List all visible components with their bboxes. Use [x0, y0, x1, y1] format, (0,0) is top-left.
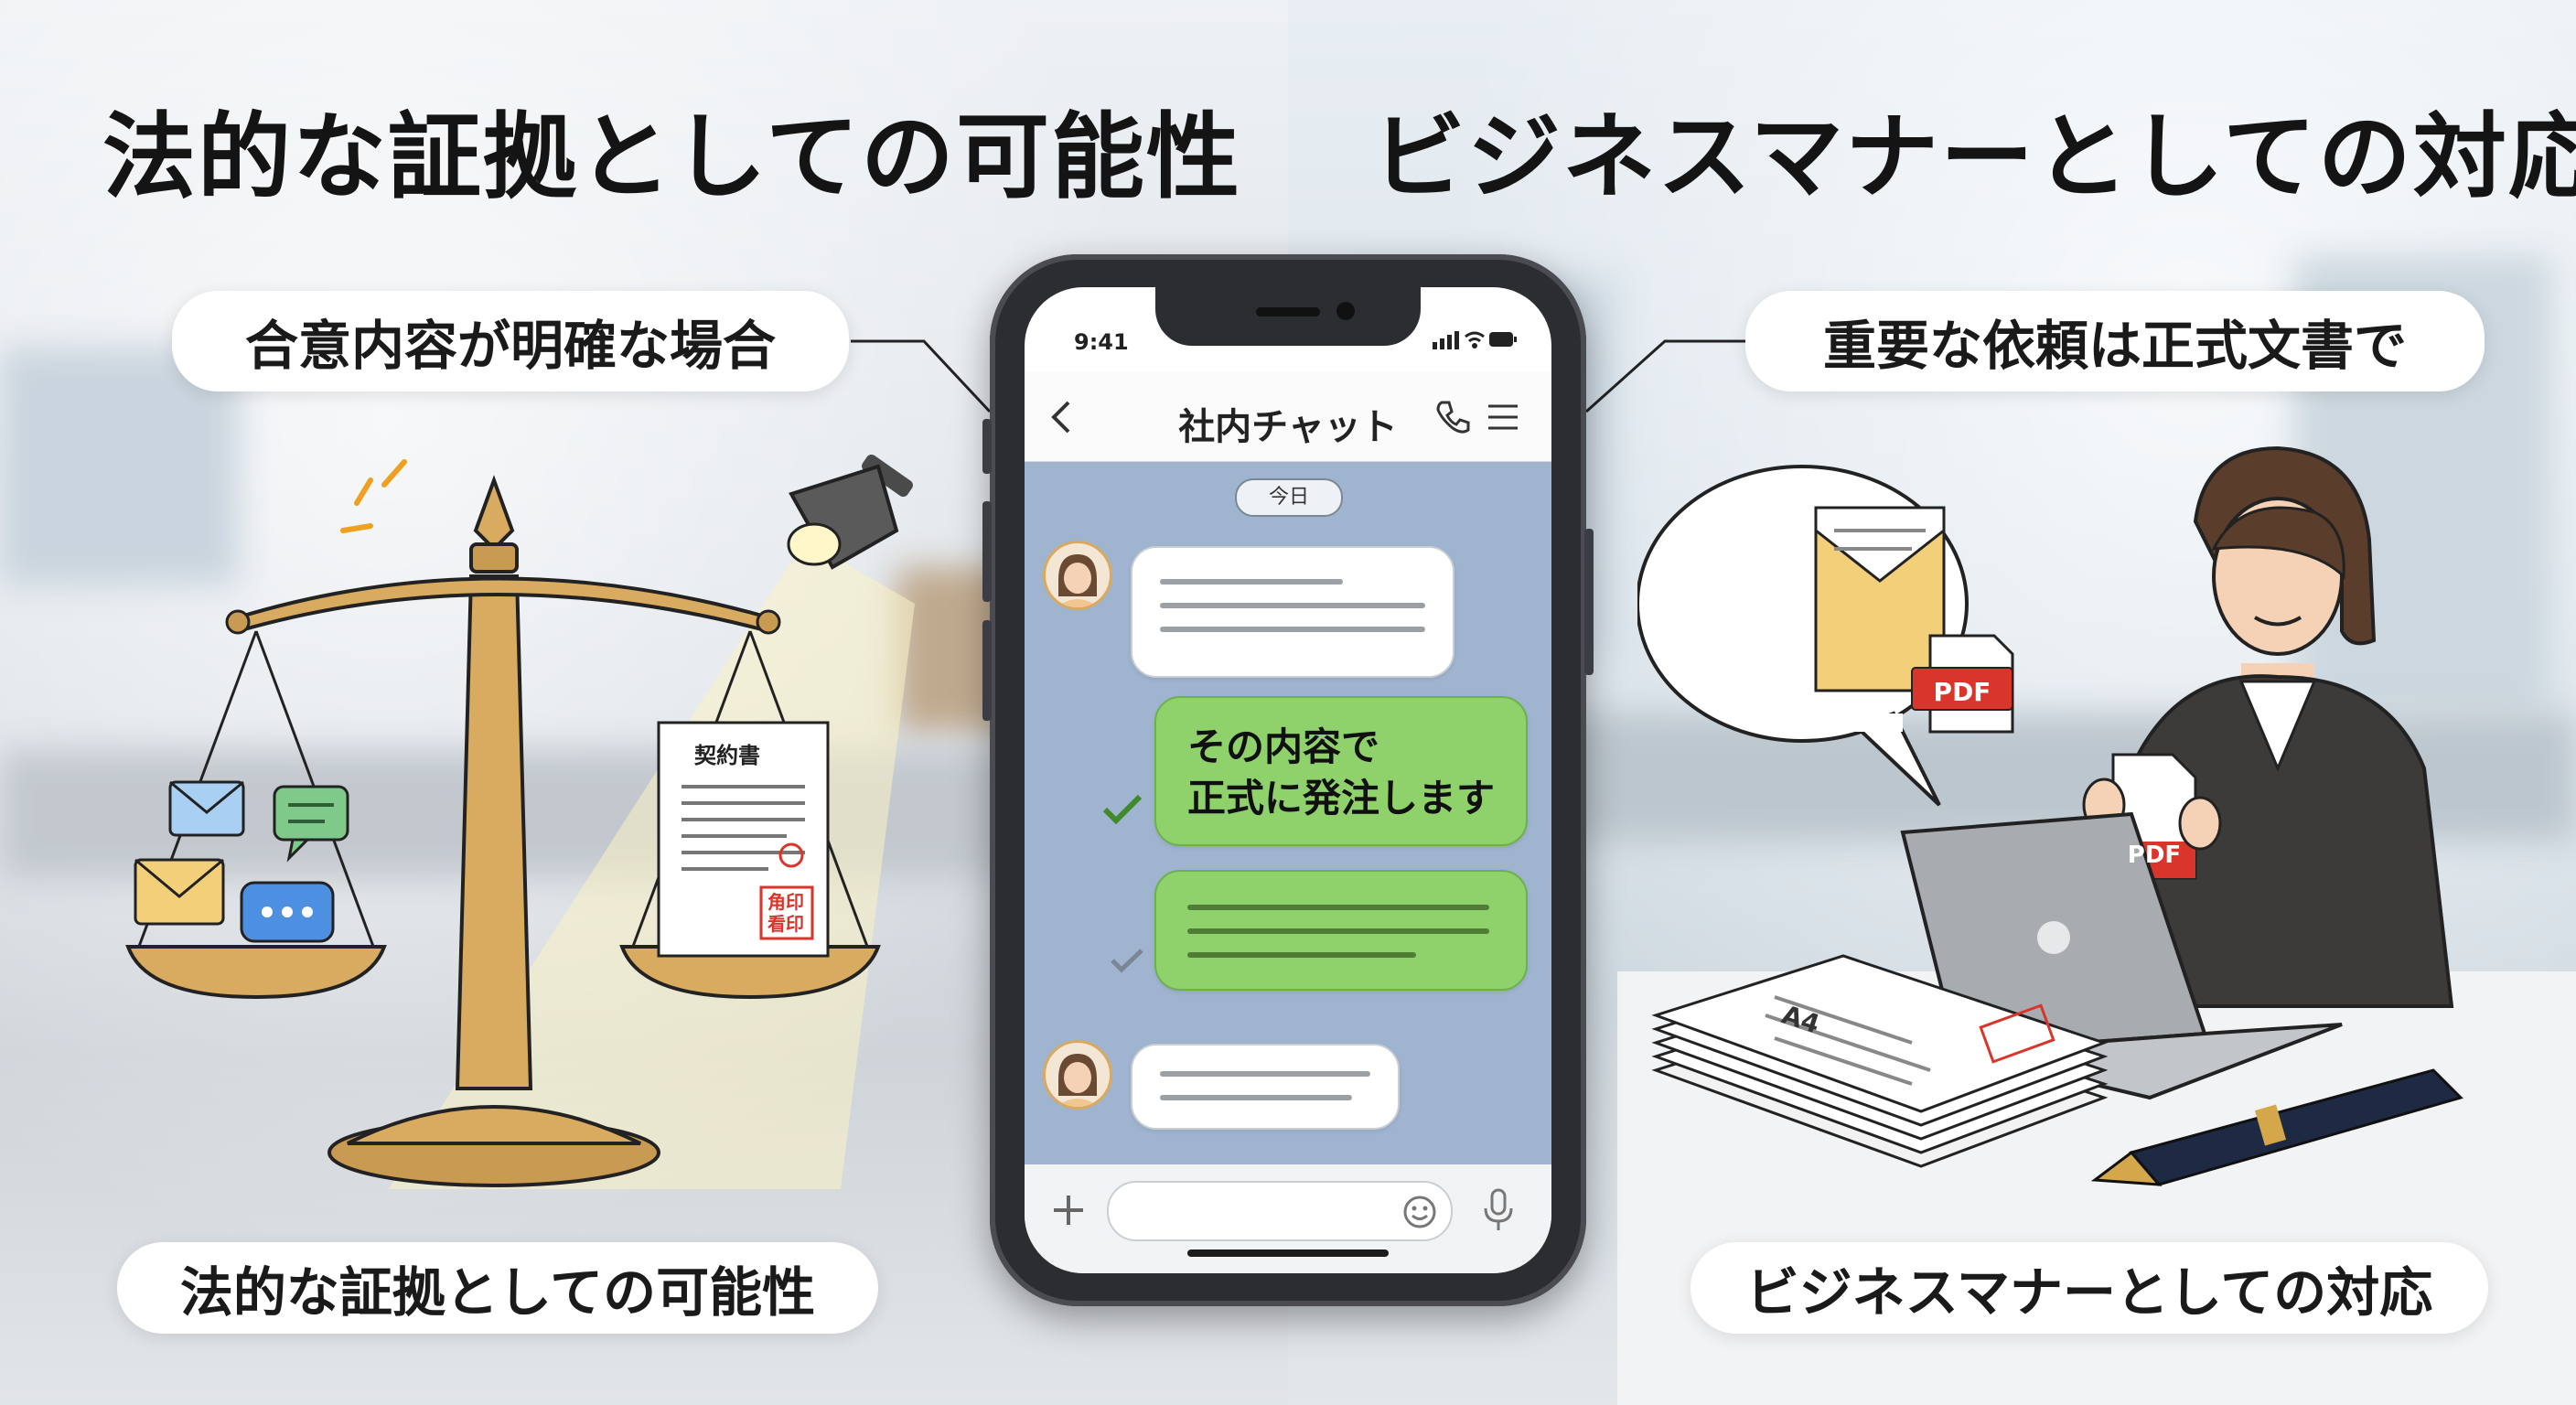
chat-bubble-icon: [273, 785, 349, 863]
menu-icon[interactable]: [1487, 402, 1519, 432]
phone-volume-down: [982, 620, 992, 721]
message-line-2: 正式に発注します: [1187, 776, 1496, 820]
phone-mute-switch: [982, 419, 992, 474]
chat-bubble-icon: [240, 881, 335, 943]
phone-icon[interactable]: [1434, 399, 1471, 435]
office-worker-illustration: [1637, 445, 2463, 1186]
check-icon: [1111, 949, 1143, 973]
chat-title: 社内チャット: [1178, 406, 1398, 448]
envelope-icon: [168, 780, 245, 837]
incoming-message[interactable]: [1131, 1044, 1400, 1130]
woman-avatar: [2110, 445, 2454, 1008]
envelope-icon: [1814, 506, 1946, 692]
contract-title: 契約書: [694, 743, 760, 768]
callout-formal-documents: 重要な依頼は正式文書で: [1745, 291, 2485, 391]
contract-stamp: 角印 看印: [767, 891, 804, 935]
sparkle-icon: [340, 459, 407, 533]
chat-header: 社内チャット: [1025, 371, 1551, 462]
phone-volume-up: [982, 501, 992, 602]
pdf-label-hand: PDF: [2127, 842, 2182, 869]
lamp-icon: [787, 454, 913, 570]
fountain-pen-icon: [2090, 1068, 2463, 1186]
pdf-label-bubble: PDF: [1933, 677, 1991, 707]
message-input-bar: [1025, 1164, 1551, 1273]
incoming-message[interactable]: [1131, 546, 1454, 678]
right-title: ビジネスマナーとしての対応: [1372, 103, 2576, 212]
phone-power-button: [1584, 529, 1594, 675]
caption-legal-evidence: 法的な証拠としての可能性: [117, 1242, 878, 1334]
spotlight-beam: [388, 540, 915, 1189]
chat-body[interactable]: 今日 その内容で 正式に発注します: [1025, 462, 1551, 1164]
front-camera: [1336, 302, 1355, 320]
smartphone: 9:41 社内チャット: [982, 254, 1594, 1306]
phone-notch: [1155, 287, 1421, 346]
message-line-1: その内容で: [1187, 724, 1380, 769]
pdf-file-icon: [1911, 634, 2014, 734]
plus-icon[interactable]: [1050, 1192, 1087, 1228]
check-icon: [1102, 794, 1143, 825]
back-chevron-icon[interactable]: [1048, 399, 1076, 435]
justice-scale-illustration: [125, 454, 915, 1189]
status-time: 9:41: [1074, 329, 1129, 355]
outgoing-message[interactable]: [1154, 870, 1528, 991]
avatar: [1043, 541, 1112, 610]
contract-document: [657, 721, 830, 958]
date-divider: 今日: [1235, 478, 1343, 517]
envelope-icon: [134, 858, 225, 926]
mic-icon[interactable]: [1480, 1186, 1517, 1234]
left-title: 法的な証拠としての可能性: [102, 103, 1241, 212]
message-input[interactable]: [1107, 1181, 1453, 1241]
laptop-icon: [1900, 811, 2343, 1100]
emoji-icon[interactable]: [1401, 1194, 1438, 1230]
home-indicator[interactable]: [1187, 1249, 1389, 1257]
callout-clear-agreement: 合意内容が明確な場合: [172, 291, 849, 391]
avatar: [1043, 1040, 1112, 1110]
status-icons: [1433, 327, 1517, 355]
phone-screen: 9:41 社内チャット: [1025, 287, 1551, 1273]
outgoing-message[interactable]: その内容で 正式に発注します: [1154, 696, 1528, 846]
caption-business-manners: ビジネスマナーとしての対応: [1690, 1242, 2488, 1334]
speaker: [1256, 307, 1320, 316]
paper-stack: [1651, 954, 2109, 1168]
